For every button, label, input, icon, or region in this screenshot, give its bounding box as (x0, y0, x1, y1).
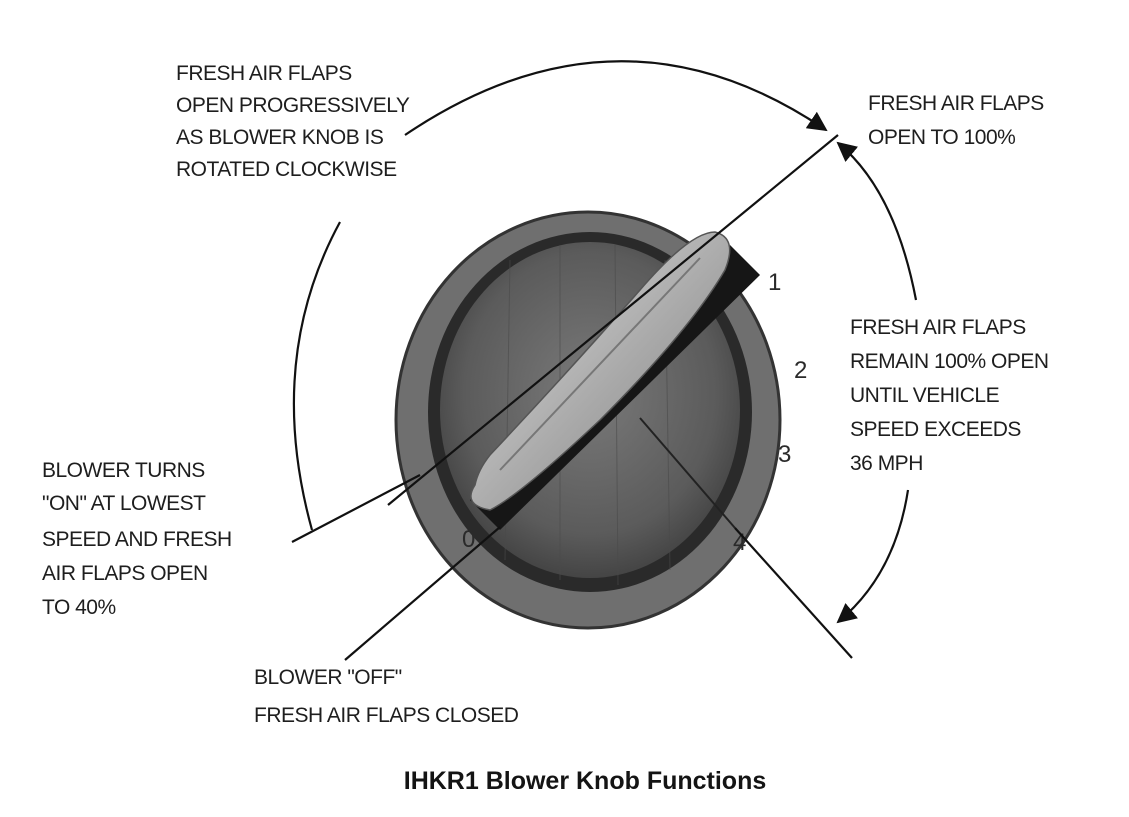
blower-off-line-1: BLOWER "OFF" (254, 666, 402, 689)
leader-max-speed (734, 527, 853, 659)
handle-rib (499, 257, 701, 471)
leader-lines (291, 134, 853, 661)
position-3-label: 3 (778, 441, 791, 468)
blower-on-line-1: BLOWER TURNS (42, 459, 205, 482)
blower-on-line-4: AIR FLAPS OPEN (42, 562, 208, 585)
position-1-label: 1 (768, 269, 781, 296)
annotation-blower-off: BLOWER "OFF" FRESH AIR FLAPS CLOSED (254, 666, 519, 727)
knob-handle (470, 231, 731, 511)
progressive-line-4: ROTATED CLOCKWISE (176, 158, 397, 181)
annotation-progressive: FRESH AIR FLAPS OPEN PROGRESSIVELY AS BL… (176, 62, 410, 181)
blower-on-line-3: SPEED AND FRESH (42, 528, 232, 551)
remain-open-line-1: FRESH AIR FLAPS (850, 316, 1026, 339)
remain-open-arc-top (836, 141, 918, 301)
position-2-label: 2 (794, 357, 807, 384)
clockwise-arc (292, 221, 341, 531)
full-open-line-1: FRESH AIR FLAPS (868, 92, 1044, 115)
position-0-label: 0 (462, 526, 475, 553)
blower-on-line-5: TO 40% (42, 596, 116, 619)
annotation-blower-on: BLOWER TURNS "ON" AT LOWEST SPEED AND FR… (42, 459, 232, 619)
annotation-full-open: FRESH AIR FLAPS OPEN TO 100% (868, 92, 1045, 149)
remain-open-line-2: REMAIN 100% OPEN (850, 350, 1049, 373)
leader-blower-off (344, 526, 501, 661)
blower-on-line-2: "ON" AT LOWEST (42, 492, 206, 515)
leader-full-open (387, 134, 839, 506)
annotation-remain-open: FRESH AIR FLAPS REMAIN 100% OPEN UNTIL V… (850, 316, 1049, 475)
full-open-line-2: OPEN TO 100% (868, 126, 1015, 149)
progressive-line-3: AS BLOWER KNOB IS (176, 126, 384, 149)
remain-open-arc-bottom (836, 489, 910, 624)
progressive-line-1: FRESH AIR FLAPS (176, 62, 352, 85)
progressive-line-2: OPEN PROGRESSIVELY (176, 94, 410, 117)
figure-caption: IHKR1 Blower Knob Functions (404, 767, 767, 795)
remain-open-line-4: SPEED EXCEEDS (850, 418, 1021, 441)
blower-knob: 0 1 2 3 4 (394, 210, 807, 630)
remain-open-line-5: 36 MPH (850, 452, 923, 475)
remain-open-line-3: UNTIL VEHICLE (850, 384, 1000, 407)
blower-off-line-2: FRESH AIR FLAPS CLOSED (254, 704, 519, 727)
leader-blower-on (291, 474, 421, 543)
clockwise-arc-top (404, 60, 828, 136)
arcs (292, 60, 918, 624)
knob-index-line (639, 417, 736, 529)
